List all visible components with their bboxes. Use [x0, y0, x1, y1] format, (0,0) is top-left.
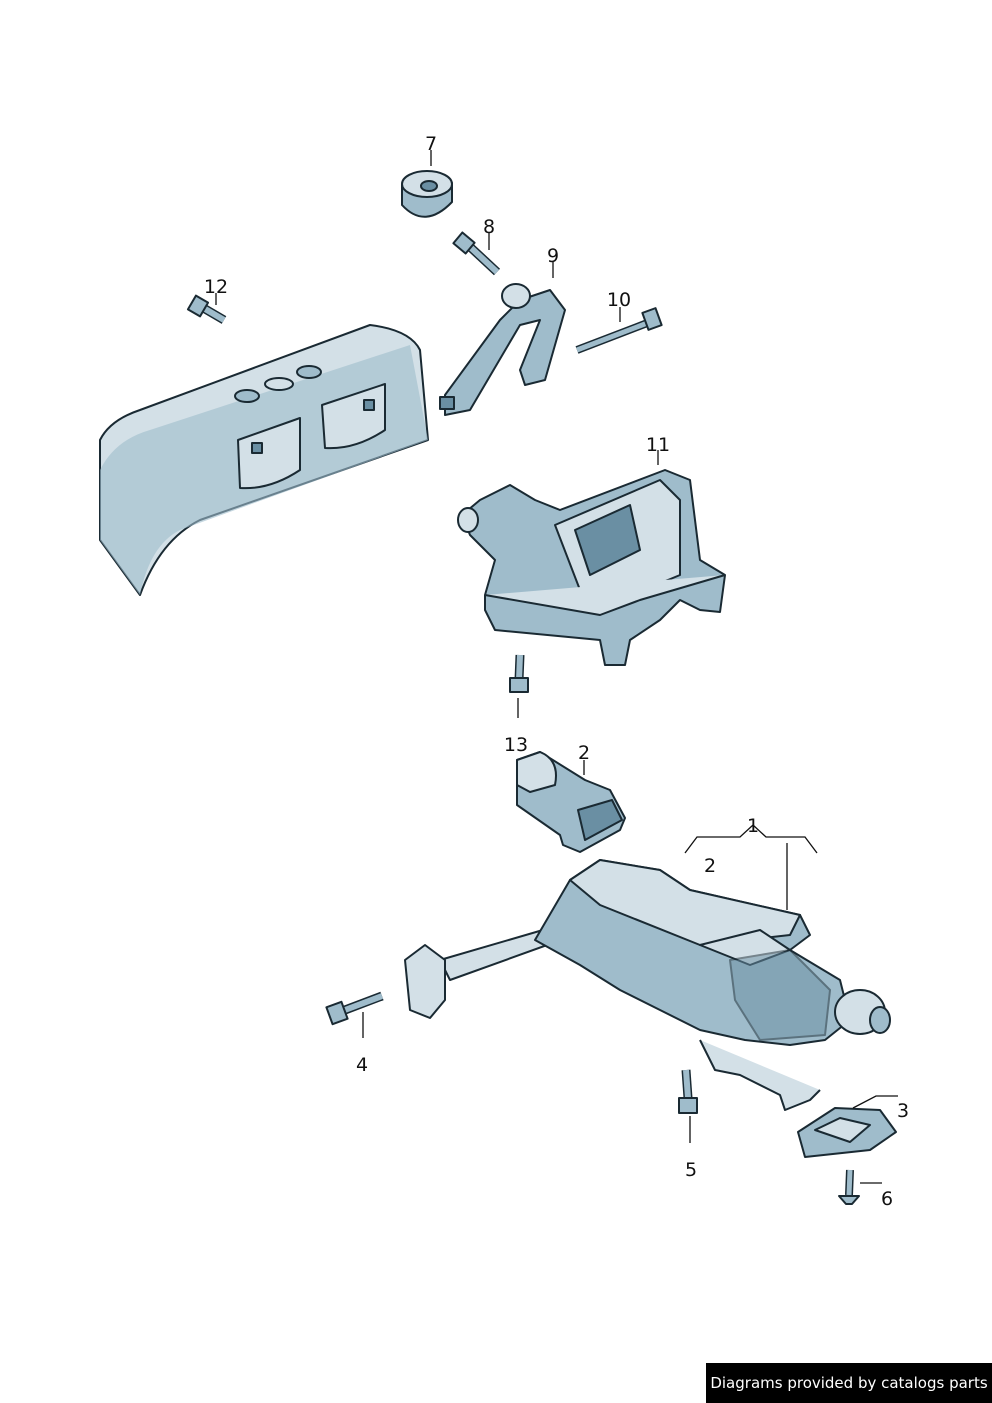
- callout-7: 7: [425, 133, 437, 155]
- callout-9: 9: [547, 245, 559, 267]
- callout-10: 10: [607, 289, 631, 311]
- callout-12: 12: [204, 276, 228, 298]
- callout-6: 6: [881, 1188, 893, 1210]
- part-4-bolt: [325, 991, 384, 1026]
- leader-lines: [215, 150, 898, 1184]
- callout-4: 4: [356, 1054, 368, 1076]
- callout-1: 1: [747, 815, 759, 837]
- callout-3: 3: [897, 1100, 909, 1122]
- dashboard-crossmember: [99, 324, 429, 596]
- callout-11: 11: [646, 434, 670, 456]
- part-9-bracket: [439, 283, 566, 416]
- callout-5: 5: [685, 1159, 697, 1181]
- part-10-bolt: [575, 307, 663, 354]
- callout-2-column: 2: [704, 855, 716, 877]
- callout-2-lock: 2: [578, 742, 590, 764]
- callout-13: 13: [504, 734, 528, 756]
- callout-8: 8: [483, 216, 495, 238]
- part-13-bolt: [509, 654, 529, 693]
- part-8-bolt: [452, 231, 501, 276]
- part-7-grommet: [401, 170, 453, 218]
- part-5-bolt: [678, 1069, 698, 1114]
- part-1-steering-column: [404, 859, 891, 1111]
- part-2-lock-housing: [516, 751, 626, 853]
- footer-credit: Diagrams provided by catalogs parts: [706, 1363, 992, 1403]
- part-6-screw: [838, 1169, 860, 1205]
- part-12-bolt: [186, 294, 227, 324]
- part-3-trim: [797, 1107, 897, 1158]
- part-11-mounting-bracket: [457, 469, 726, 666]
